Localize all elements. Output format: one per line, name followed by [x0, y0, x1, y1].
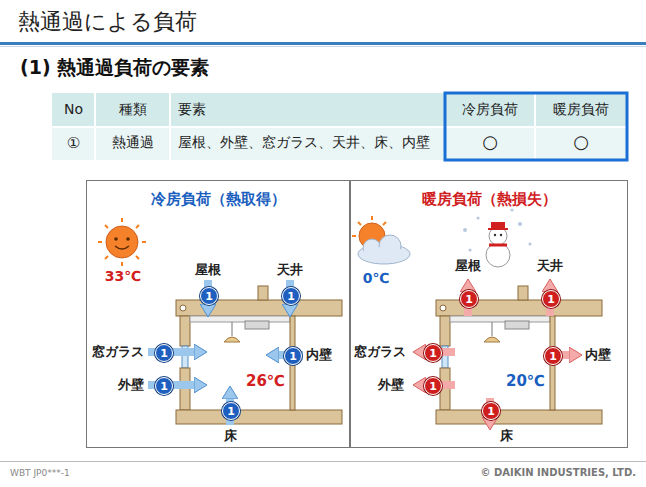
temperature-label: 20℃: [506, 372, 550, 390]
table-cell: ①: [52, 134, 95, 152]
table-cell: 屋根、外壁、窓ガラス、天井、床、内壁: [178, 134, 443, 151]
part-label: 屋根: [446, 258, 490, 274]
part-label: 外壁: [354, 377, 404, 393]
part-label: 天井: [528, 258, 572, 274]
temperature-label: 26℃: [246, 372, 290, 390]
table-header: No: [52, 101, 95, 118]
part-label: 床: [214, 428, 246, 444]
part-label: 窓ガラス: [90, 344, 144, 360]
callout-number: 1: [160, 381, 168, 392]
slide-title: 熱通過による負荷: [18, 9, 197, 35]
scene-panel: 冷房負荷（熱取得） 1 1 1 1 1 1: [86, 180, 350, 448]
panel-heading: 冷房負荷（熱取得）: [87, 190, 349, 209]
temperature-label: 33℃: [98, 268, 148, 285]
panel-heading: 暖房負荷（熱損失）: [351, 190, 627, 209]
part-label: 床: [500, 428, 532, 444]
callout-circle: 1: [460, 290, 478, 308]
temperature-label: 0℃: [356, 270, 396, 287]
table-cell: 熱通過: [95, 134, 170, 151]
table-header: 冷房負荷: [445, 101, 535, 118]
scene-panel: 暖房負荷（熱損失） 1 1 1 1 1 1: [350, 180, 628, 448]
callout-circle: 1: [155, 344, 173, 362]
callout-circle: 1: [482, 402, 500, 420]
part-label: 外壁: [90, 377, 144, 393]
callout-circle: 1: [424, 344, 442, 362]
table-cell: ○: [445, 131, 535, 153]
callout-number: 1: [287, 291, 295, 302]
callout-circle: 1: [424, 377, 442, 395]
callout-number: 1: [429, 348, 437, 359]
callout-circle: 1: [282, 287, 300, 305]
callout-number: 1: [227, 406, 235, 417]
callout-number: 1: [429, 381, 437, 392]
part-label: 窓ガラス: [354, 344, 404, 360]
footer-code: WBT JP0***-1: [10, 468, 160, 479]
part-label: 天井: [268, 262, 312, 278]
callout-number: 1: [547, 294, 555, 305]
part-label: 内壁: [306, 347, 346, 363]
callout-circle: 1: [200, 287, 218, 305]
callout-number: 1: [289, 351, 297, 362]
copyright: © DAIKIN INDUSTRIES, LTD.: [370, 467, 636, 479]
callout-number: 1: [549, 351, 557, 362]
callout-number: 1: [465, 294, 473, 305]
callout-circle: 1: [222, 402, 240, 420]
table-header: 暖房負荷: [535, 101, 627, 118]
callout-circle: 1: [544, 347, 562, 365]
callout-circle: 1: [542, 290, 560, 308]
table-header: 種類: [95, 101, 170, 118]
callout-number: 1: [205, 291, 213, 302]
part-label: 屋根: [186, 262, 230, 278]
table-header: 要素: [178, 101, 438, 118]
subtitle: (1) 熱通過負荷の要素: [20, 56, 420, 79]
callout-circle: 1: [284, 347, 302, 365]
callout-number: 1: [160, 348, 168, 359]
part-label: 内壁: [585, 347, 625, 363]
table-cell: ○: [535, 131, 627, 153]
callout-number: 1: [487, 406, 495, 417]
callout-circle: 1: [155, 377, 173, 395]
